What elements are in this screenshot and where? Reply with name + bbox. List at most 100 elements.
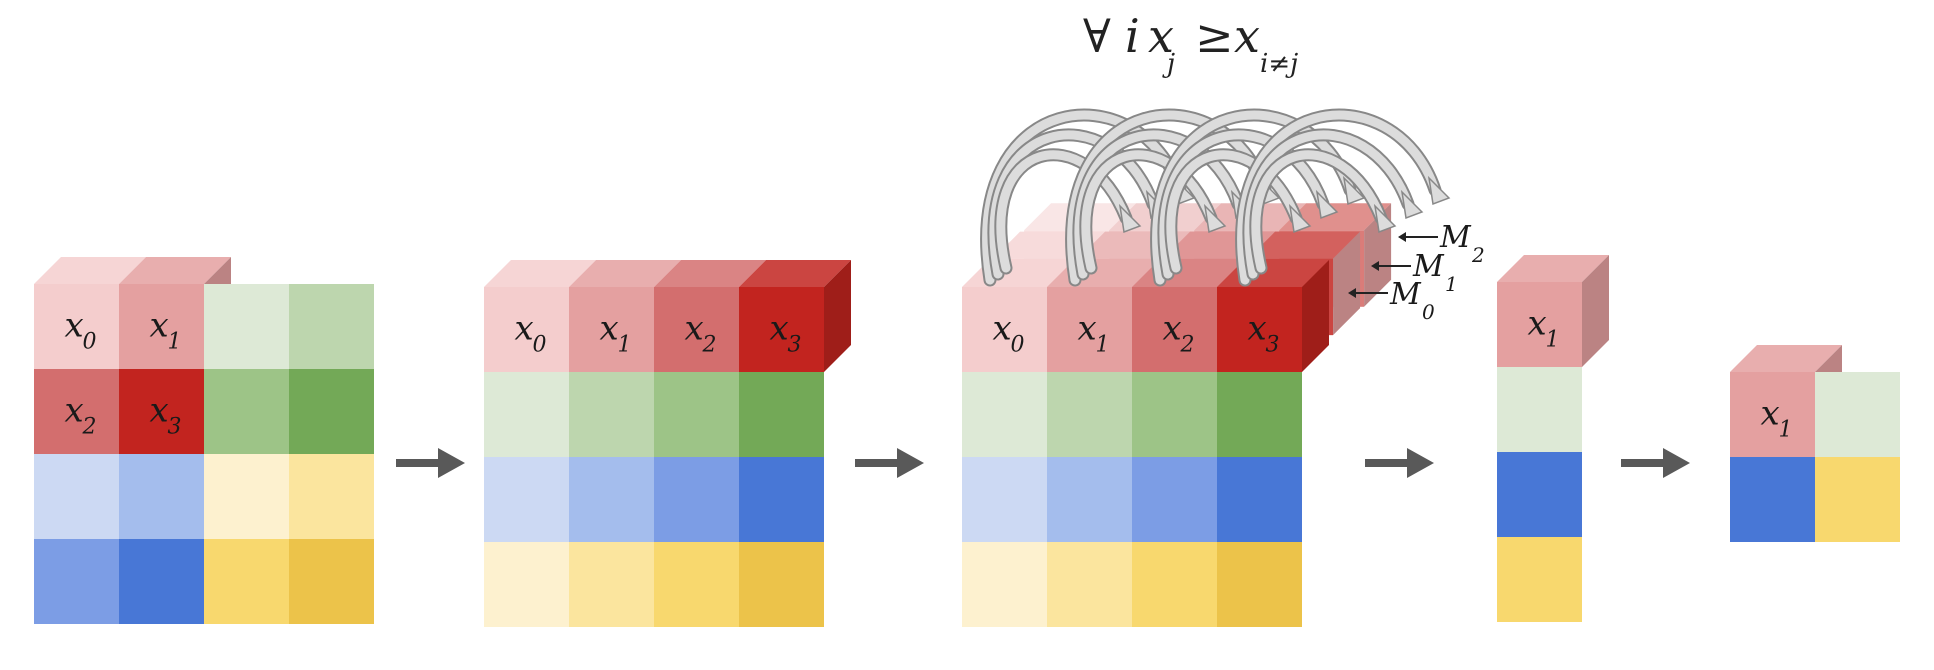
grid-cell: [204, 284, 289, 369]
cell-side-face: [1582, 255, 1609, 367]
grid-cell: [289, 454, 374, 539]
cell-top-face: [1248, 231, 1361, 259]
comparison-curves: [980, 108, 1451, 287]
grid-cell: [569, 542, 654, 627]
cell-top-face: [739, 260, 851, 287]
grid-cell: [1217, 457, 1302, 542]
grid-cell: [1047, 287, 1132, 372]
cell-top-face: [654, 260, 766, 287]
grid-cell: [289, 284, 374, 369]
cell-label-x0: x: [993, 309, 1012, 349]
svg-text:0: 0: [1422, 300, 1435, 324]
selected-column-stage: x1: [1497, 255, 1609, 622]
grid-cell: [1497, 537, 1582, 622]
grid-cell: [1497, 452, 1582, 537]
grid-cell: [1815, 372, 1900, 457]
cell-top-face: [1497, 255, 1609, 282]
formula-geq: ≥: [1195, 9, 1234, 63]
curved-arrow-head-icon: [1342, 175, 1366, 206]
grid-cell: [204, 369, 289, 454]
grid-cell: [1132, 457, 1217, 542]
mask-label-m1: M: [1412, 249, 1445, 284]
svg-text:1: 1: [168, 330, 182, 355]
cell-top-face: [484, 260, 596, 287]
grid-cell: [654, 287, 739, 372]
curved-arrow-head-icon: [1203, 203, 1227, 234]
grid-cell: [654, 542, 739, 627]
svg-text:3: 3: [168, 415, 182, 440]
grid-cell: [289, 369, 374, 454]
cell-label-x3: x: [150, 391, 169, 431]
cell-top-face: [1730, 345, 1842, 372]
cell-side-face: [1302, 260, 1329, 372]
grid-cell: [484, 372, 569, 457]
cell-top-face: [569, 260, 681, 287]
cell-label-x1: x: [1528, 304, 1547, 344]
svg-text:3: 3: [788, 333, 802, 358]
grid-cell: [34, 369, 119, 454]
svg-text:1: 1: [618, 333, 632, 358]
formula-i: i: [1125, 9, 1140, 63]
max-condition-formula: ∀ i x j ≥ x i≠j: [1083, 9, 1298, 79]
grid-cell: [962, 457, 1047, 542]
grid-cell: [962, 542, 1047, 627]
grid-cell: [34, 454, 119, 539]
stage-arrows: [396, 448, 1690, 478]
mask-label-m0: M: [1389, 277, 1422, 312]
grid-cell: [34, 284, 119, 369]
cell-top-face: [34, 257, 146, 284]
grid-cell: [739, 287, 824, 372]
cell-label-x3: x: [770, 309, 789, 349]
grid-cell: [1047, 457, 1132, 542]
arrow-icon: [1365, 448, 1434, 478]
grid-cell: [654, 457, 739, 542]
grid-cell: [119, 454, 204, 539]
grid-cell: [204, 454, 289, 539]
cell-label-x2: x: [685, 309, 704, 349]
svg-text:3: 3: [1266, 333, 1280, 358]
grid-cell: [739, 457, 824, 542]
cell-label-x0: x: [65, 306, 84, 346]
grid-cell: [34, 539, 119, 624]
svg-text:1: 1: [1779, 418, 1793, 443]
grid-cell: [1217, 542, 1302, 627]
grid-cell: [739, 372, 824, 457]
cell-label-x1: x: [150, 306, 169, 346]
curved-arrow-head-icon: [1427, 175, 1451, 206]
arrow-icon: [1621, 448, 1690, 478]
mask-labels: M 2 M 1 M 0: [1348, 220, 1485, 324]
svg-text:2: 2: [82, 415, 97, 440]
output-grid-stage: x1: [1730, 345, 1900, 542]
arrow-icon: [396, 448, 465, 478]
grid-cell: [1132, 287, 1217, 372]
grid-cell: [1047, 372, 1132, 457]
grid-cell: [289, 539, 374, 624]
svg-text:2: 2: [702, 333, 717, 358]
cell-label-x2: x: [65, 391, 84, 431]
grid-cell: [1815, 457, 1900, 542]
grid-cell: [569, 457, 654, 542]
formula-sub-i-neq-j: i≠j: [1260, 49, 1298, 79]
svg-text:1: 1: [1096, 333, 1110, 358]
curved-arrow-head-icon: [1118, 203, 1142, 234]
grid-cell: [204, 539, 289, 624]
grid-cell: [1132, 542, 1217, 627]
grid-cell: [1047, 542, 1132, 627]
svg-text:2: 2: [1471, 243, 1485, 267]
grid-cell: [654, 372, 739, 457]
formula-forall: ∀: [1083, 9, 1111, 63]
svg-text:0: 0: [83, 330, 97, 355]
grid-cell: [739, 542, 824, 627]
grid-cell: [1497, 282, 1582, 367]
svg-text:1: 1: [1546, 328, 1560, 353]
formula-x-j: x: [1148, 9, 1174, 63]
grid-cell: [1217, 287, 1302, 372]
grid-cell: [569, 372, 654, 457]
grid-cell: [1730, 457, 1815, 542]
mask-label-m2: M: [1439, 220, 1472, 255]
svg-text:1: 1: [1445, 272, 1458, 296]
svg-text:2: 2: [1180, 333, 1195, 358]
